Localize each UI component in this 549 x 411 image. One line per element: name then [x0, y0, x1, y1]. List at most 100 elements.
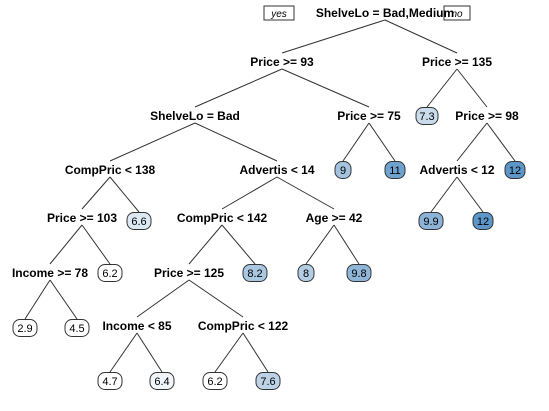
tree-edge — [109, 122, 196, 162]
split-node-label: Age >= 42 — [306, 211, 363, 225]
tree-edge — [456, 68, 488, 108]
split-node-label: ShelveLo = Bad — [150, 109, 240, 123]
leaf-value-label: 4.7 — [102, 376, 117, 388]
tree-edge — [194, 122, 278, 162]
leaf-node: 11 — [384, 161, 406, 179]
leaf-value-label: 6.2 — [102, 268, 117, 280]
leaf-node-box — [12, 319, 38, 337]
leaf-node: 4.7 — [97, 372, 123, 390]
leaf-node: 7.6 — [255, 372, 281, 390]
leaf-value-label: 12 — [509, 165, 521, 177]
tree-edge — [430, 176, 458, 213]
leaf-value-label: 12 — [477, 216, 489, 228]
tree-edge — [188, 279, 244, 318]
leaf-node-box — [415, 107, 439, 125]
leaf-node: 6.2 — [97, 264, 123, 282]
split-node-label: Advertis < 14 — [239, 163, 314, 177]
tree-edge — [136, 332, 163, 373]
leaf-node-box — [255, 372, 281, 390]
leaf-node: 12 — [472, 212, 494, 230]
leaf-node-box — [97, 264, 123, 282]
leaf-node-box — [418, 212, 444, 230]
leaf-value-label: 6.4 — [154, 376, 169, 388]
leaf-node-box — [504, 161, 526, 179]
tree-edge — [81, 176, 111, 210]
leaf-value-label: 9 — [340, 165, 346, 177]
leaf-node: 6.2 — [202, 372, 228, 390]
leaf-node-box — [334, 161, 352, 179]
leaf-value-label: 6.2 — [207, 376, 222, 388]
leaf-value-label: 7.3 — [419, 111, 434, 123]
split-node-label: ShelveLo = Bad,Medium — [316, 6, 454, 20]
leaf-node: 12 — [504, 161, 526, 179]
tree-edge — [221, 224, 256, 265]
tree-edge — [109, 176, 140, 213]
split-node-label: Price >= 98 — [455, 109, 519, 123]
split-node-label: Price >= 93 — [250, 55, 314, 69]
split-node-label: Price >= 135 — [422, 55, 492, 69]
tree-edge — [305, 224, 335, 265]
tree-edge — [49, 279, 78, 320]
leaf-value-label: 8 — [303, 268, 309, 280]
tree-edge — [281, 68, 370, 108]
tree-edge — [342, 122, 370, 162]
leaf-value-label: 9.9 — [423, 216, 438, 228]
leaf-node-box — [97, 372, 123, 390]
leaf-node: 7.3 — [415, 107, 439, 125]
leaf-node: 9.9 — [418, 212, 444, 230]
tree-edges — [24, 19, 516, 373]
tree-edge — [194, 68, 283, 108]
tree-edge — [136, 279, 190, 318]
split-node-label: CompPric < 122 — [198, 319, 289, 333]
leaf-node: 9.8 — [346, 264, 372, 282]
leaf-node-box — [472, 212, 494, 230]
leaf-node-box — [64, 319, 90, 337]
tree-leaves: 7.3 9 11 12 6.6 9.9 12 6.2 8.2 8 9.8 2.9 4.5 4.7 6.4 6.… — [12, 107, 526, 390]
leaf-node-box — [149, 372, 175, 390]
leaf-value-label: 2.9 — [17, 323, 32, 335]
leaf-node: 8.2 — [242, 264, 268, 282]
tree-edge — [81, 224, 111, 265]
tree-edge — [426, 68, 458, 108]
tree-edge — [49, 224, 83, 265]
leaf-node-box — [297, 264, 315, 282]
tree-edge — [214, 332, 244, 373]
tree-edge — [109, 332, 138, 373]
leaf-node: 6.4 — [149, 372, 175, 390]
tree-edge — [368, 122, 396, 162]
tree-edge — [456, 176, 484, 213]
yes-legend-label: yes — [270, 9, 287, 20]
split-node-label: Income < 85 — [102, 319, 171, 333]
tree-edge — [221, 176, 278, 210]
leaf-node: 9 — [334, 161, 352, 179]
leaf-node-box — [242, 264, 268, 282]
tree-edge — [24, 279, 51, 320]
split-node-label: Price >= 125 — [154, 266, 224, 280]
yes-legend-box — [263, 5, 295, 21]
split-node-label: Income >= 78 — [12, 266, 88, 280]
split-node-label: Advertis < 12 — [419, 163, 494, 177]
tree-edge — [242, 332, 269, 373]
tree-edge — [276, 176, 335, 210]
leaf-node-box — [126, 212, 152, 230]
leaf-node: 2.9 — [12, 319, 38, 337]
leaf-value-label: 8.2 — [247, 268, 262, 280]
leaf-value-label: 4.5 — [69, 323, 84, 335]
leaf-value-label: 7.6 — [260, 376, 275, 388]
leaf-node: 4.5 — [64, 319, 90, 337]
split-node-label: CompPric < 142 — [177, 211, 268, 225]
split-node-label: CompPric < 138 — [65, 163, 156, 177]
leaf-node: 6.6 — [126, 212, 152, 230]
no-legend-label: no — [451, 9, 463, 20]
tree-edge — [281, 19, 386, 54]
leaf-value-label: 6.6 — [131, 216, 146, 228]
leaf-node-box — [384, 161, 406, 179]
tree-edge — [188, 224, 223, 265]
no-legend-box — [443, 5, 471, 21]
tree-edge — [384, 19, 458, 54]
split-node-label: Price >= 103 — [47, 211, 117, 225]
leaf-node-box — [202, 372, 228, 390]
tree-edge — [333, 224, 360, 265]
